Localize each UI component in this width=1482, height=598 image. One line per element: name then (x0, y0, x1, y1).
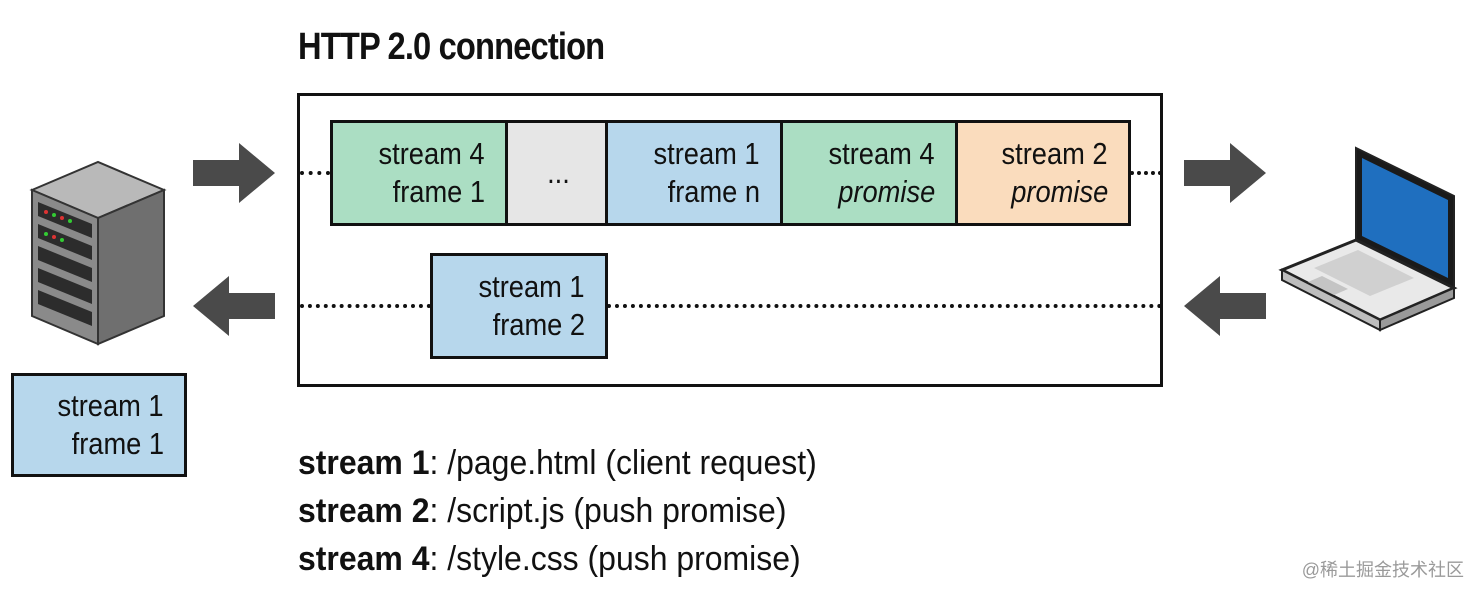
frame-line2: promise (1010, 174, 1108, 209)
frame-stream2-promise: stream 2 promise (955, 120, 1131, 226)
legend-stream-label: stream 4 (298, 540, 430, 578)
legend-item-stream4: stream 4: /style.css (push promise) (298, 540, 801, 579)
frame-line2: frame n (667, 174, 760, 209)
frame-stream1-framen: stream 1 frame n (605, 120, 783, 226)
frame-line2: frame 1 (392, 174, 485, 209)
frame-line1: ... (546, 155, 570, 190)
legend-path: : /style.css (push promise) (429, 540, 801, 578)
legend-stream-label: stream 2 (298, 492, 430, 530)
legend-item-stream2: stream 2: /script.js (push promise) (298, 492, 786, 531)
arrow-right-icon (193, 143, 275, 203)
dotted-line (300, 171, 330, 175)
legend-stream-label: stream 1 (298, 444, 430, 482)
legend-path: : /page.html (client request) (429, 444, 817, 482)
arrow-left-icon (1184, 276, 1266, 336)
diagram-title: HTTP 2.0 connection (298, 26, 605, 68)
frame-line2: promise (837, 174, 935, 209)
frame-line1: stream 1 (653, 136, 760, 171)
frame-ellipsis: ... (505, 120, 608, 226)
server-frame-line2: frame 1 (71, 426, 164, 461)
arrow-left-icon (193, 276, 275, 336)
frame-line1: stream 4 (828, 136, 935, 171)
legend-item-stream1: stream 1: /page.html (client request) (298, 444, 817, 483)
frame-line1: stream 1 (478, 269, 585, 304)
frame-stream4-promise: stream 4 promise (780, 120, 958, 226)
server-frame: stream 1 frame 1 (11, 373, 187, 477)
frame-stream1-frame2: stream 1 frame 2 (430, 253, 608, 359)
frame-line1: stream 4 (378, 136, 485, 171)
connection-box (297, 93, 1163, 387)
watermark: @稀土掘金技术社区 (1301, 560, 1464, 580)
laptop-icon (1278, 146, 1458, 332)
frame-line2: frame 2 (492, 307, 585, 342)
server-tower-icon (29, 160, 167, 346)
legend-path: : /script.js (push promise) (429, 492, 787, 530)
dotted-line (607, 304, 1162, 308)
frame-stream4-frame1: stream 4 frame 1 (330, 120, 508, 226)
dotted-line (1130, 171, 1162, 175)
dotted-line (300, 304, 431, 308)
arrow-right-icon (1184, 143, 1266, 203)
server-frame-line1: stream 1 (57, 388, 164, 423)
frame-line1: stream 2 (1001, 136, 1108, 171)
